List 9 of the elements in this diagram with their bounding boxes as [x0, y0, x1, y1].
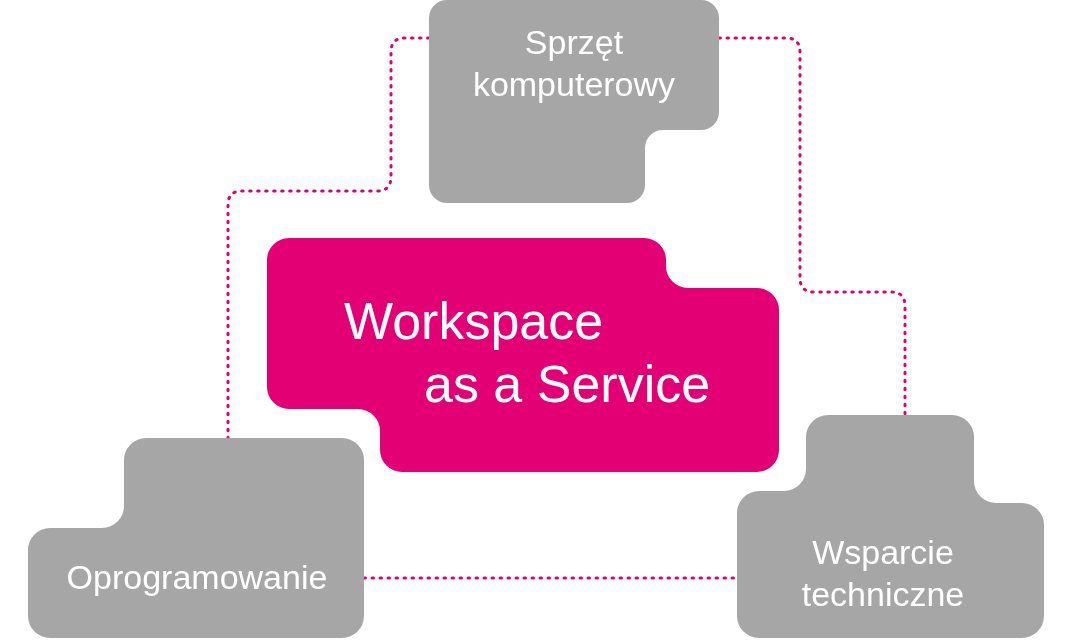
tile-title: Workspace as a Service [344, 291, 712, 415]
central-tile [267, 238, 779, 472]
category-tile [429, 0, 719, 203]
tile-label: Oprogramowanie [65, 557, 329, 598]
tile-label: Wsparcie techniczne [800, 532, 966, 615]
tile-label: Sprzęt komputerowy [471, 22, 677, 105]
dotted-connector [226, 36, 431, 440]
category-tile [28, 438, 364, 638]
category-tile [737, 415, 1044, 638]
